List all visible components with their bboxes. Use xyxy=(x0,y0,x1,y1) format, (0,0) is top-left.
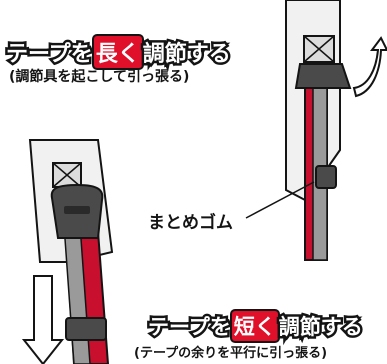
right-stitch-x xyxy=(303,35,335,63)
lengthen-subtitle: (調節具を起こして引っ張る) xyxy=(9,69,190,85)
lengthen-title: テープを長く調節する xyxy=(4,36,233,70)
down-arrow-icon xyxy=(21,275,65,364)
curved-up-arrow-icon xyxy=(352,36,387,98)
left-band-loop xyxy=(65,317,107,341)
lengthen-title-after: 調節する xyxy=(140,40,233,70)
lengthen-title-accent: 長く xyxy=(93,36,142,68)
lengthen-title-before: テープを xyxy=(4,40,96,70)
shorten-title-accent: 短く xyxy=(231,311,278,341)
shorten-title-after: 調節する xyxy=(276,313,365,342)
left-buckle-slot xyxy=(64,206,90,214)
band-leader-line xyxy=(245,181,315,219)
shorten-title: テープを短く調節する xyxy=(146,311,365,342)
band-label: まとめゴム xyxy=(148,213,233,233)
shorten-subtitle: (テープの余りを平行に引っ張る) xyxy=(134,346,328,361)
left-buckle-assembly xyxy=(21,139,114,364)
right-buckle-assembly xyxy=(285,0,387,261)
shorten-title-before: テープを xyxy=(146,313,234,342)
right-band-loop xyxy=(315,165,337,189)
left-stitch-x xyxy=(52,162,82,188)
right-buckle xyxy=(294,63,352,89)
